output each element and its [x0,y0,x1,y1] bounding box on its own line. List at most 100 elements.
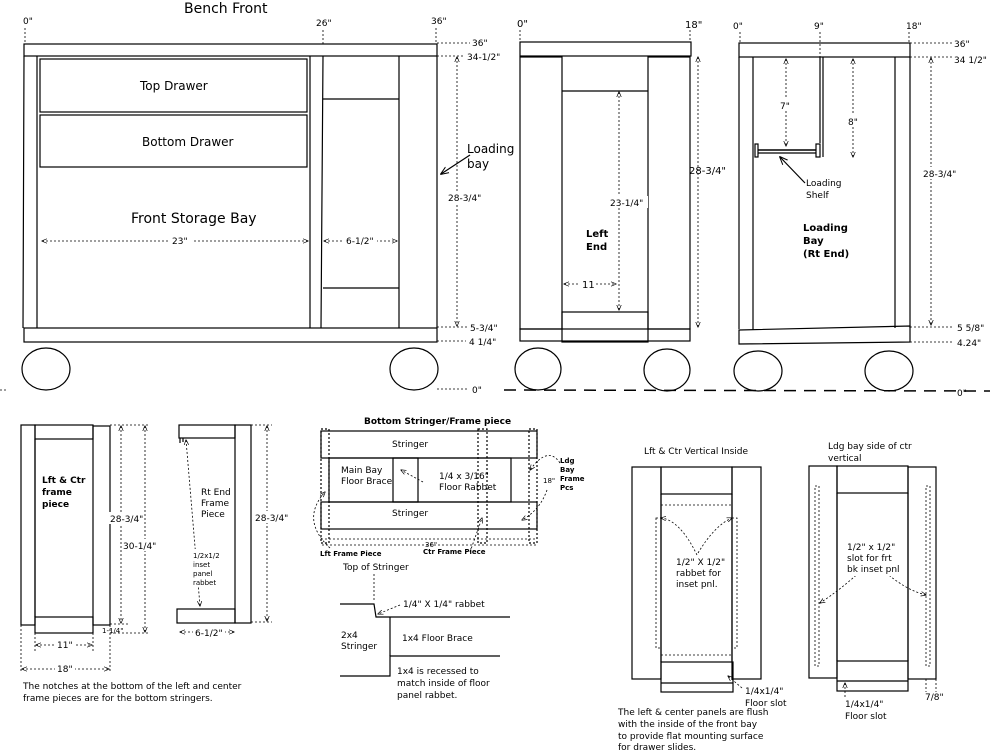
stringer-top-label: Stringer [392,440,428,450]
right-x0-label: 0" [733,22,743,32]
front-x0-label: 0" [23,17,33,27]
ldg-label-4: Pcs [560,484,573,492]
caster-wheel [643,348,691,392]
ctr-frame-label: Ctr Frame Piece [423,548,486,556]
lft-frame-label: Lft Frame Piece [320,550,382,558]
right-end-view: 0" 9" 18" 7" 8" Loading Shelf Loading Ba… [733,22,987,392]
front-h34-label: 34-1/2" [467,53,500,63]
left-h23-label: 23-1/4" [610,199,643,209]
ldg-label-1: Ldg [560,457,574,465]
front-h5-label: 5-3/4" [470,324,498,334]
left-end-label-1: Left [586,229,609,240]
left-end-label-2: End [586,242,607,253]
loading-bay-rt-3: (Rt End) [803,249,849,260]
right-h34-label: 34 1/2" [954,56,987,66]
rt-rabbet-3: panel [193,570,212,578]
loading-shelf-label-2: Shelf [806,191,829,201]
flush-note-1: The left & center panels are flush [617,708,768,718]
stringer-2x4-1: 2x4 [341,631,358,641]
bottom-stringer-plan: Bottom Stringer/Frame piece Stringer Str… [313,417,585,558]
front-h36-label: 36" [472,39,488,49]
floor-rabbet-1: 1/4 x 3/16" [439,472,489,482]
front-bottom-board [23,327,438,343]
ldg-bay-side-vertical: Ldg bay side of ctr vertical 1/2" x 1/2"… [808,442,944,722]
inside-rabbet-3: inset pnl. [676,580,718,590]
ldg-label-3: Frame [560,475,585,483]
right-h7-label: 7" [780,102,790,112]
floor-rabbet-2: Floor Rabbet [439,483,497,493]
rt-w6-label: 6-1/2" [195,629,223,639]
ldg-w78-label: 7/8" [925,693,944,703]
ldg-floor-slot-2: Floor slot [845,712,887,722]
ldg-slot-1: 1/2" x 1/2" [847,543,895,553]
lft-ctr-label-1: Lft & Ctr [42,476,86,486]
recess-note-3: panel rabbet. [397,691,457,701]
recess-note-2: match inside of floor [397,679,490,689]
top-drawer [39,58,308,113]
bottom-drawer [39,114,308,168]
stringer-2x4-2: Stringer [341,642,377,652]
right-x9-label: 9" [814,22,824,32]
ldg-side-title-1: Ldg bay side of ctr [828,442,912,452]
flush-note-2: with the inside of the front bay [618,720,758,730]
bottom-drawer-label: Bottom Drawer [142,135,234,149]
front-storage-label: Front Storage Bay [131,211,257,227]
ldg-floor-slot-1: 1/4x1/4" [845,700,883,710]
main-bay-label-2: Floor Brace [341,477,393,487]
rabbet-label: 1/4" X 1/4" rabbet [403,600,485,610]
lft-h28-label: 28-3/4" [110,515,143,525]
right-h28-label: 28-3/4" [923,170,956,180]
rt-frame-label-2: Frame [201,499,230,509]
rt-rabbet-4: rabbet [193,579,216,587]
stringer-w18-label: 18" [543,477,555,485]
left-w11-label: 11 [582,280,595,291]
ldg-slot-3: bk inset pnl [847,565,900,575]
rt-end-frame-piece: Rt End Frame Piece 1/2x1/2 inset panel r… [176,424,291,639]
flush-note-4: for drawer slides. [618,743,696,753]
stringer-title: Bottom Stringer/Frame piece [364,417,511,427]
top-drawer-label: Top Drawer [139,79,208,93]
lft-ctr-vertical-inside: Lft & Ctr Vertical Inside 1/2" X 1/2" ra… [617,447,787,753]
right-x18-label: 18" [906,22,922,32]
rt-rabbet-2: inset [193,561,210,569]
main-bay-label-1: Main Bay [341,466,383,476]
ldg-label-2: Bay [560,466,575,474]
caster-wheel [389,347,439,391]
ldg-slot-2: slot for frt [847,554,892,564]
left-end-view: 0" 18" 23-1/4" Left End 11 28-3/4" [514,19,726,392]
left-x18-label: 18" [685,20,702,31]
loading-bay-rt-2: Bay [803,236,824,247]
lft-w114-label: 1-1/4" [102,627,123,635]
front-x36-label: 36" [431,17,447,27]
lft-w11-label: 11" [57,641,73,651]
bench-front-title: Bench Front [184,1,268,17]
caster-wheel [21,347,71,391]
rt-frame-label-1: Rt End [201,488,231,498]
inside-slot-1: 1/4x1/4" [745,687,783,697]
flush-note-3: to provide flat mounting surface [618,732,764,742]
inside-rabbet-2: rabbet for [676,569,721,579]
loading-bay-label-2: bay [467,157,489,171]
stringer-cross-section: Top of Stringer 1/4" X 1/4" rabbet 2x4 S… [340,563,510,701]
right-h0-label: 0" [957,389,967,399]
lft-ctr-label-2: frame [42,488,72,498]
left-h28-label: 28-3/4" [689,166,726,177]
left-x0-label: 0" [517,19,528,30]
ldg-side-title-2: vertical [828,454,862,464]
lft-w18-label: 18" [57,665,73,675]
caster-wheel [733,350,783,392]
top-of-stringer-label: Top of Stringer [342,563,409,573]
rt-frame-label-3: Piece [201,510,225,520]
lft-h30-label: 30-1/4" [123,542,156,552]
right-h36-label: 36" [954,40,970,50]
front-x26-label: 26" [316,19,332,29]
inside-slot-2: Floor slot [745,699,787,709]
front-h0-label: 0" [472,386,482,396]
caster-wheel [514,347,562,391]
loading-bay-label-1: Loading [467,142,514,156]
front-h28-label: 28-3/4" [448,194,481,204]
width-23-label: 23" [172,237,188,247]
caster-wheel [864,350,914,392]
rt-rabbet-1: 1/2x1/2 [193,552,220,560]
loading-shelf-label-1: Loading [806,179,842,189]
